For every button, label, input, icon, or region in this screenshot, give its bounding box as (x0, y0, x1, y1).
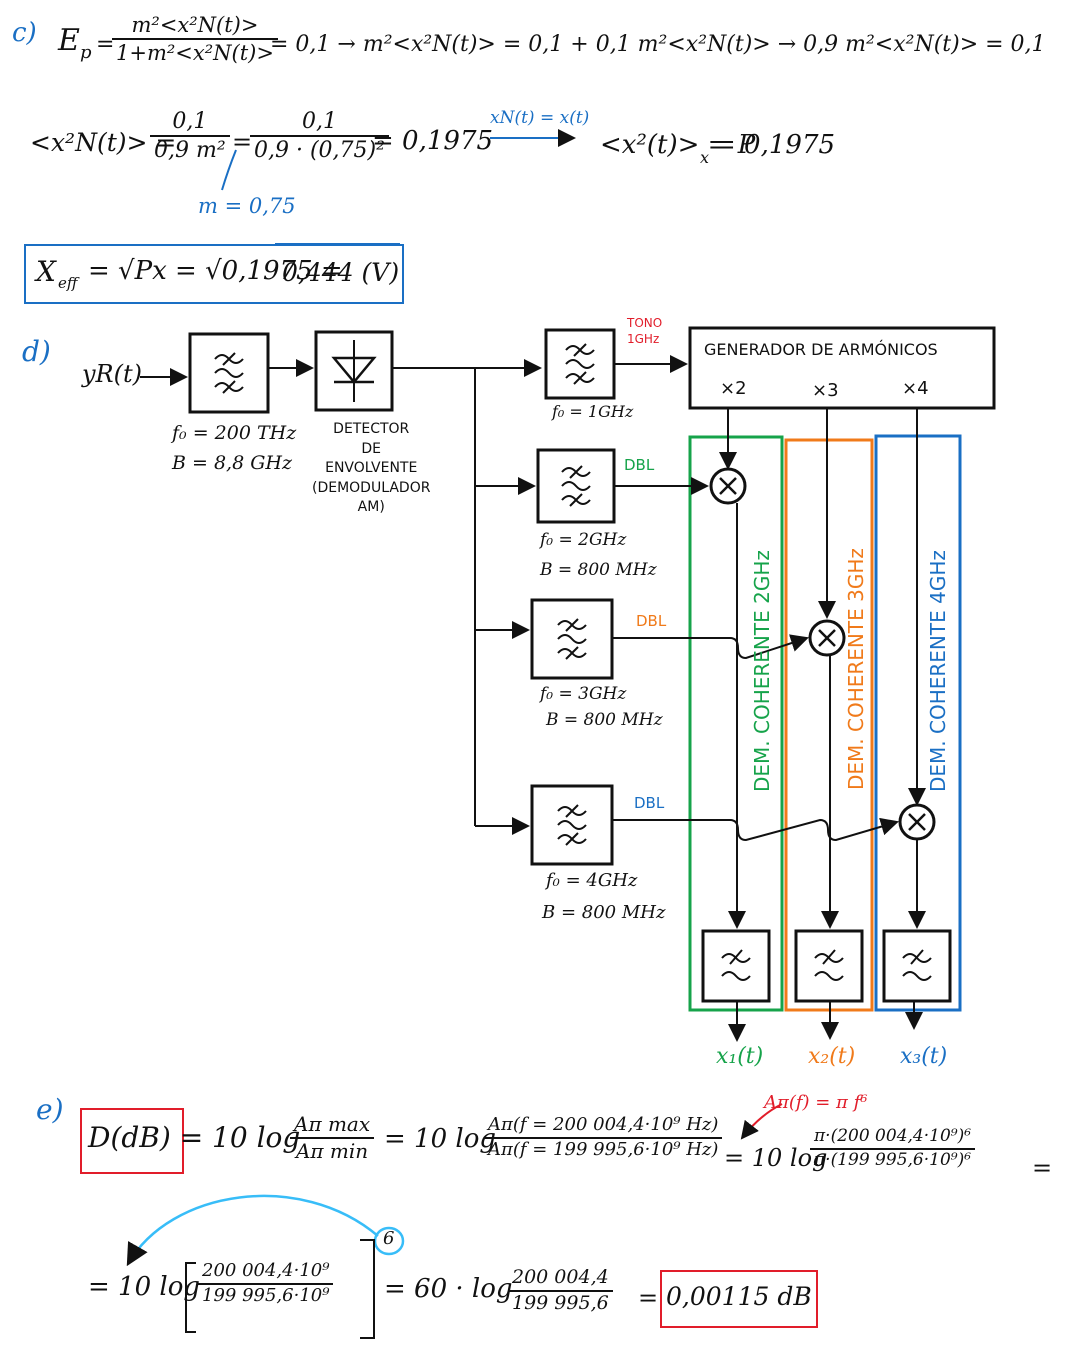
distortion-formula-start: D(dB) = 10 log (88, 1121, 301, 1154)
attenuation-max: Aπ max (294, 1112, 371, 1136)
fraction-1-numerator: 0,1 (172, 109, 208, 134)
mean-power-result: = 0,1975 (372, 126, 494, 156)
mean-power-fraction-2: 0,1 0,9 · (0,75)² (250, 110, 389, 162)
ep-subscript: p (80, 42, 92, 63)
detector-label: DETECTOR DE ENVOLVENTE (DEMODULADOR AM) (312, 420, 430, 518)
mean-power-lhs: <x²N(t)> = (30, 128, 177, 157)
lowpass-filter-3 (882, 929, 952, 1003)
detector-label-line: DETECTOR (333, 421, 410, 437)
filter-1ghz (544, 328, 616, 400)
filter-3-bandwidth: B = 800 MHz (546, 710, 663, 730)
snr-fraction: m²<x²N(t)> 1+m²<x²N(t)> (112, 14, 278, 64)
harmonic-generator-block (688, 326, 996, 410)
power-law-numerator: π·(200 004,4·10⁹)⁶ (814, 1126, 972, 1146)
dbl-label-2ghz: DBL (624, 456, 655, 474)
distortion-label-box (80, 1108, 184, 1174)
signal-power-subscript: x (700, 148, 710, 167)
final-ratio-numerator: 200 004,4 (512, 1266, 609, 1288)
equals-60log: = 60 · log (384, 1274, 513, 1304)
rms-result: 0,444 (V) (282, 258, 400, 287)
attenuation-ratio-fraction: Aπ max Aπ min (290, 1112, 375, 1163)
dbl-label-3ghz: DBL (636, 612, 667, 630)
bracket-fraction: 200 004,4·10⁹ 199 995,6·10⁹ (198, 1260, 334, 1306)
rms-calculation: = √Px = √0,1975 = (88, 256, 343, 286)
equation-line-1: = 0,1 → m²<x²N(t)> = 0,1 + 0,1 m²<x²N(t)… (270, 32, 1046, 57)
coherent-demod-2ghz-label: DEM. COHERENTE 2GHz (750, 550, 774, 792)
filter-4-bandwidth: B = 800 MHz (542, 902, 666, 923)
tone-label: TONO 1GHz (627, 316, 662, 347)
bpf1-bandwidth: B = 8,8 GHz (172, 452, 292, 474)
multiplier-4ghz (898, 803, 936, 841)
harmonic-x3: ×3 (812, 380, 839, 401)
final-result: 0,00115 dB (666, 1282, 812, 1311)
coherent-demod-3ghz-label: DEM. COHERENTE 3GHz (844, 548, 868, 790)
equals-10log-2: = 10 log (724, 1144, 828, 1172)
detector-label-line: ENVOLVENTE (325, 460, 418, 477)
bracket-numerator: 200 004,4·10⁹ (202, 1260, 330, 1281)
fraction-2-numerator: 0,1 (301, 109, 337, 134)
rms-value-box (24, 244, 404, 304)
equals-sign: = (232, 128, 253, 156)
line-2-equals-10log: = 10 log (88, 1272, 201, 1302)
signal-power-lhs: <x²(t)> = P (600, 130, 756, 160)
exponent-six: 6 (383, 1228, 395, 1249)
equals-10log: = 10 log (384, 1124, 497, 1154)
ep-equals: = (96, 32, 115, 57)
output-x2: x₂(t) (808, 1044, 856, 1069)
output-x3: x₃(t) (900, 1044, 948, 1069)
output-x1: x₁(t) (716, 1044, 764, 1069)
dbl-label-4ghz: DBL (634, 794, 665, 812)
tone-label-line: TONO (627, 316, 663, 330)
mean-power-fraction-1: 0,1 0,9 m² (150, 110, 230, 162)
power-law-denominator: π·(199 995,6·10⁹)⁶ (814, 1149, 972, 1170)
lowpass-filter-2 (794, 929, 864, 1003)
diode-icon (331, 340, 377, 402)
section-c-label: c) (12, 18, 37, 48)
trailing-equals: = (1032, 1154, 1053, 1182)
coherent-demod-4ghz-label: DEM. COHERENTE 4GHz (926, 550, 950, 792)
snr-denominator: 1+m²<x²N(t)> (116, 41, 274, 66)
bracket-denominator: 199 995,6·10⁹ (202, 1284, 330, 1306)
lowpass-filter-1 (701, 929, 771, 1003)
attenuation-upper-freq: Aπ(f = 200 004,4·10⁹ Hz) (488, 1114, 719, 1135)
attenuation-lower-freq: Aπ(f = 199 995,6·10⁹ Hz) (488, 1138, 719, 1160)
snr-numerator: m²<x²N(t)> (131, 13, 259, 37)
generator-label: GENERADOR DE ARMÓNICOS (704, 340, 938, 359)
attenuation-formula-note: Aπ(f) = π f⁶ (764, 1092, 868, 1113)
final-ratio-fraction: 200 004,4 199 995,6 (508, 1266, 613, 1314)
attenuation-frequency-fraction: Aπ(f = 200 004,4·10⁹ Hz) Aπ(f = 199 995,… (484, 1114, 723, 1160)
input-signal-label: yR(t) (82, 360, 142, 388)
rms-subscript: eff (58, 274, 78, 292)
final-ratio-denominator: 199 995,6 (512, 1291, 609, 1314)
section-d-label: d) (22, 335, 51, 368)
rms-symbol: X (36, 255, 56, 288)
detector-label-line: (DEMODULADOR (312, 479, 431, 496)
filter-3-freq: f₀ = 3GHz (540, 684, 627, 704)
harmonic-x4: ×4 (902, 378, 929, 399)
tone-label-line: 1GHz (627, 331, 660, 346)
modulation-index-note: m = 0,75 (198, 194, 296, 218)
power-law-fraction: π·(200 004,4·10⁹)⁶ π·(199 995,6·10⁹)⁶ (810, 1126, 976, 1170)
signal-equality-note: xN(t) = x(t) (490, 108, 590, 128)
ep-symbol: E (58, 23, 80, 58)
harmonic-x2: ×2 (720, 378, 747, 399)
multiplier-3ghz (808, 619, 846, 657)
multiplier-2ghz (709, 467, 747, 505)
filter-2-freq: f₀ = 2GHz (540, 530, 627, 550)
attenuation-min: Aπ min (295, 1139, 369, 1163)
final-result-box (660, 1270, 818, 1328)
filter-2-bandwidth: B = 800 MHz (540, 560, 657, 580)
detector-label-line: DE (361, 440, 382, 457)
fraction-1-denominator: 0,9 m² (154, 138, 226, 164)
fraction-2-denominator: 0,9 · (0,75)² (254, 138, 385, 164)
signal-power-value: = 0,1975 (714, 130, 836, 160)
bpf1-center-freq: f₀ = 200 THz (172, 422, 297, 444)
filter-4-freq: f₀ = 4GHz (546, 870, 638, 891)
filter-1-freq: f₀ = 1GHz (552, 402, 634, 421)
final-equals: = (638, 1284, 659, 1312)
detector-label-line: AM) (357, 499, 385, 516)
section-e-label: e) (36, 1093, 64, 1126)
